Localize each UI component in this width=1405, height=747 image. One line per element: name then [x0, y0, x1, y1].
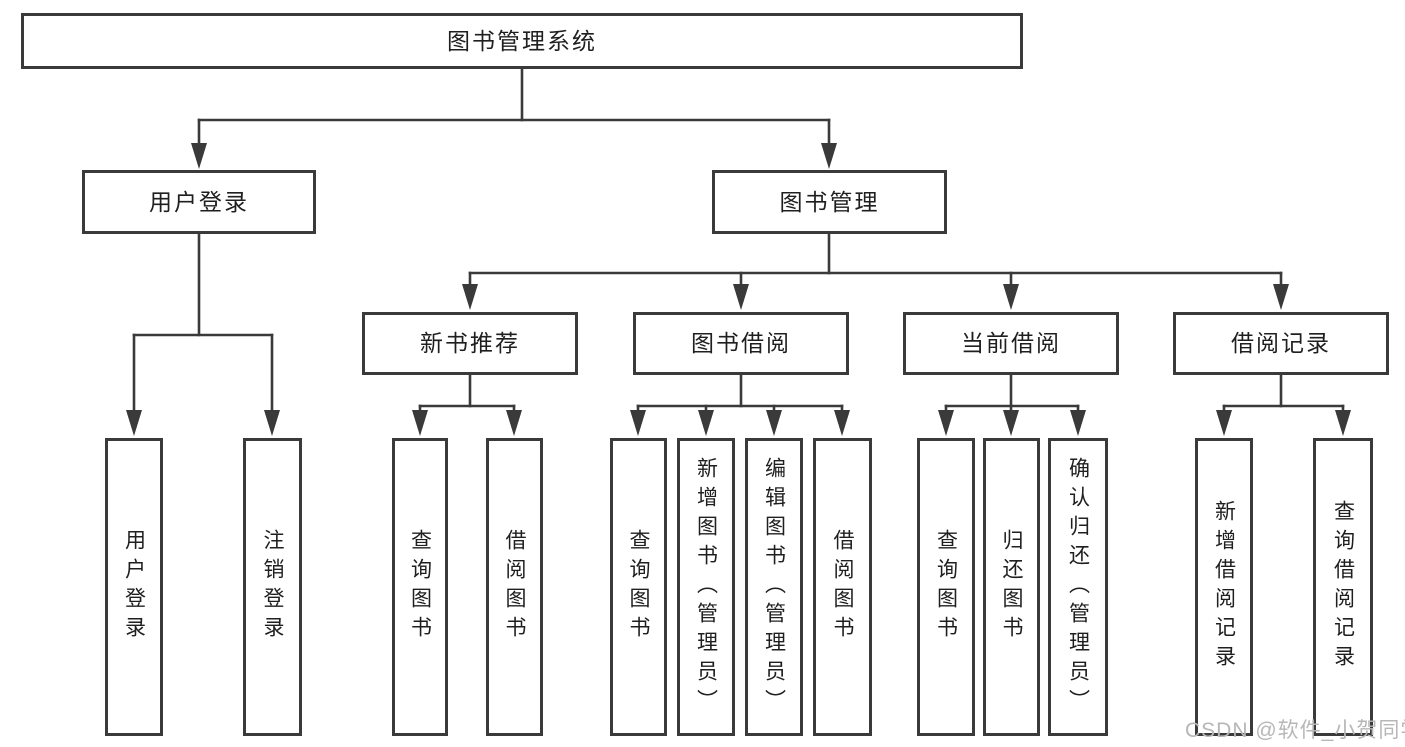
node-label: 当前借阅: [961, 330, 1061, 356]
leaf-confirm-return-admin: 确认归还（管理员）: [1048, 438, 1108, 736]
node-label: 用户登录: [122, 529, 146, 645]
leaf-return-book: 归还图书: [983, 438, 1040, 736]
node-label: 查询图书: [627, 529, 650, 645]
leaf-query-books-borrow: 查询图书: [610, 438, 667, 736]
leaf-borrow-books-borrow: 借阅图书: [813, 438, 872, 736]
leaf-logout: 注销登录: [243, 438, 302, 736]
leaf-add-borrow-record: 新增借阅记录: [1195, 438, 1253, 736]
leaf-user-login: 用户登录: [105, 438, 163, 736]
node-label: 注销登录: [261, 529, 284, 645]
node-book-management: 图书管理: [712, 170, 947, 234]
csdn-watermark: CSDN @软件_小贺同学: [1185, 719, 1405, 742]
leaf-query-books-current: 查询图书: [917, 438, 975, 736]
leaf-edit-book-admin: 编辑图书（管理员）: [745, 438, 803, 736]
node-system-root: 图书管理系统: [21, 13, 1023, 69]
node-label: 用户登录: [149, 188, 249, 215]
node-book-borrow: 图书借阅: [633, 312, 849, 375]
leaf-query-borrow-record: 查询借阅记录: [1313, 438, 1373, 736]
node-label: 新增图书（管理员）: [694, 456, 718, 718]
leaf-query-books-recommend: 查询图书: [392, 438, 448, 736]
node-current-borrow: 当前借阅: [903, 312, 1119, 375]
node-label: 查询图书: [934, 529, 958, 645]
node-label: 查询借阅记录: [1331, 500, 1355, 674]
node-label: 借阅记录: [1231, 330, 1331, 356]
node-label: 归还图书: [1000, 529, 1023, 645]
node-label: 确认归还（管理员）: [1066, 456, 1090, 718]
node-label: 借阅图书: [503, 529, 526, 645]
node-label: 图书管理系统: [447, 27, 597, 54]
node-label: 编辑图书（管理员）: [762, 456, 786, 718]
leaf-borrow-books-recommend: 借阅图书: [486, 438, 543, 736]
node-user-login: 用户登录: [82, 170, 316, 234]
node-label: 图书管理: [779, 188, 880, 215]
node-label: 新增借阅记录: [1212, 500, 1236, 674]
leaf-add-book-admin: 新增图书（管理员）: [677, 438, 735, 736]
node-new-book-recommend: 新书推荐: [362, 312, 578, 375]
node-label: 查询图书: [408, 529, 432, 645]
node-label: 新书推荐: [420, 330, 520, 356]
node-label: 借阅图书: [831, 529, 854, 645]
node-label: 图书借阅: [691, 330, 791, 356]
node-borrow-records: 借阅记录: [1173, 312, 1389, 375]
